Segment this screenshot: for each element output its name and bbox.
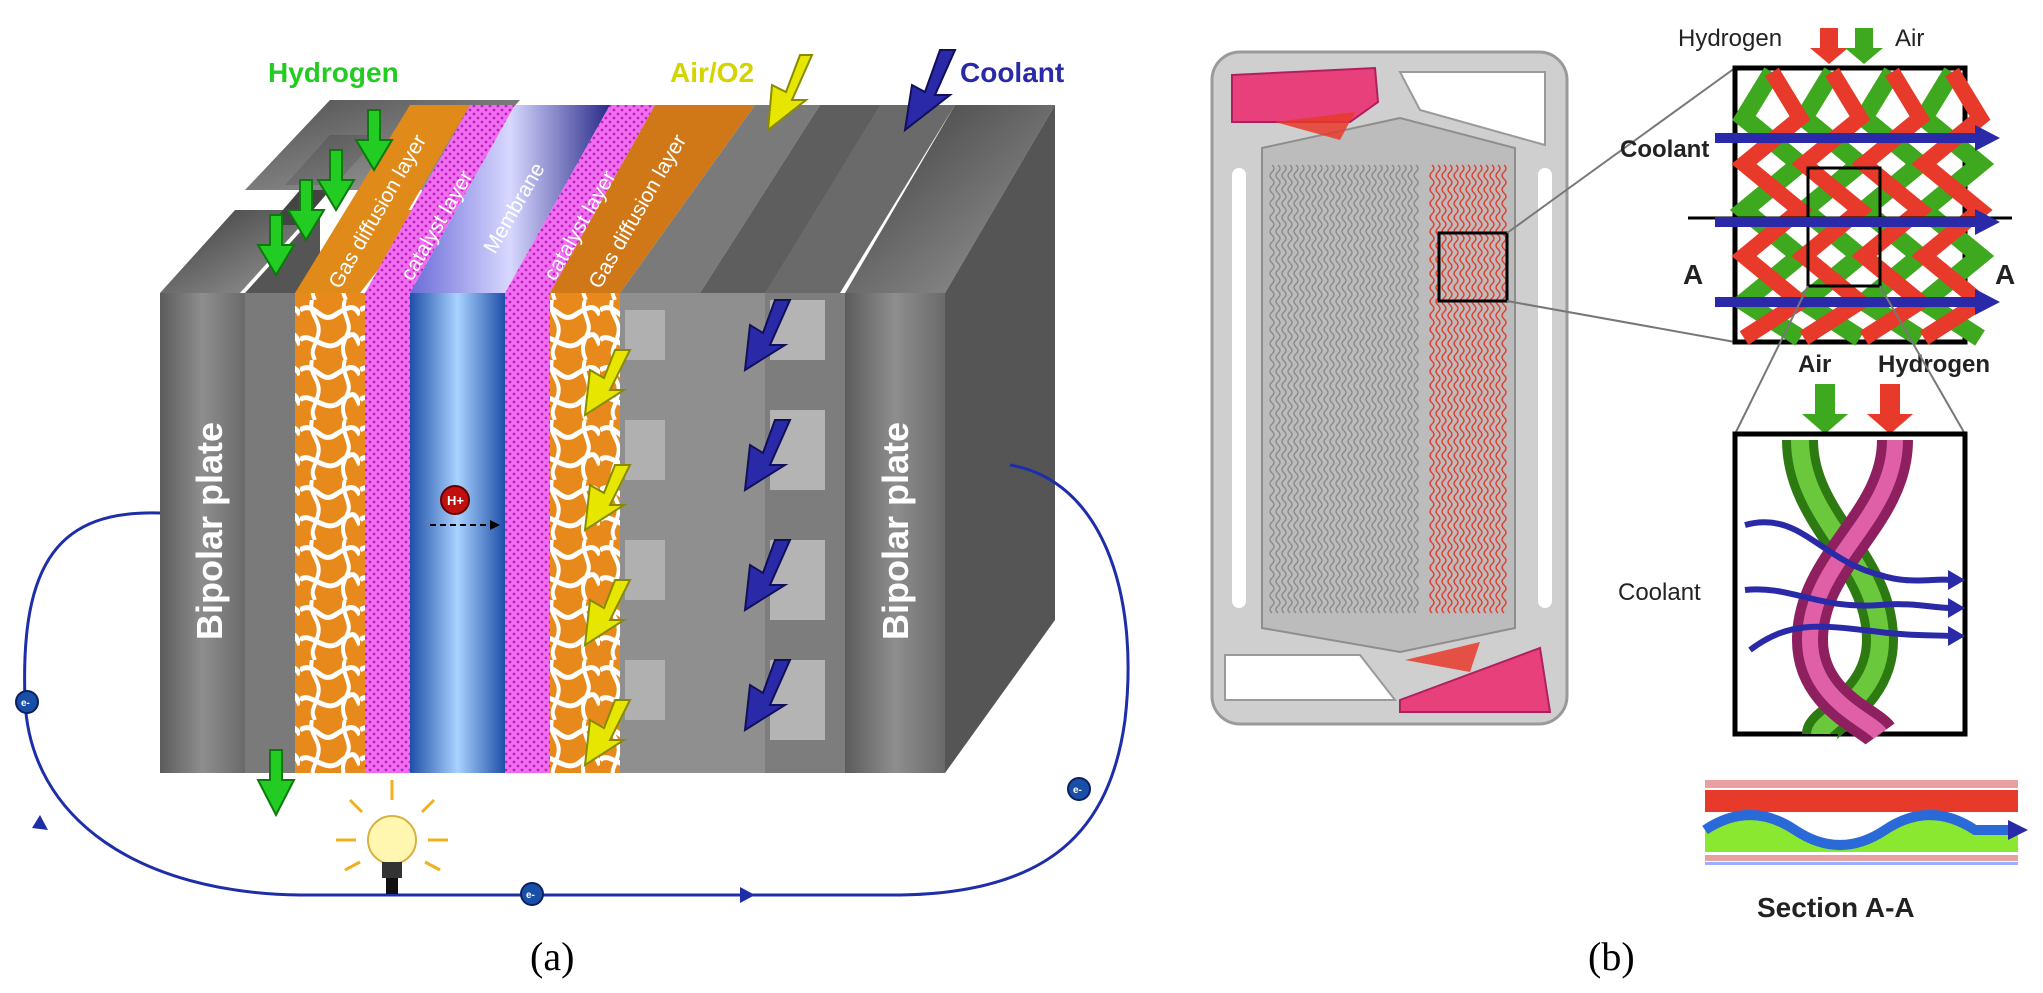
electron-1: e-	[15, 690, 39, 714]
svg-text:e-: e-	[21, 698, 30, 709]
hydrogen-arrows	[256, 109, 394, 818]
outlet-flow-arrow	[1405, 642, 1480, 672]
svg-text:e-: e-	[1073, 785, 1082, 796]
plate-top-view	[1210, 50, 1736, 726]
svg-text:H+: H+	[447, 493, 464, 508]
zoomed-channel-view	[1688, 28, 2012, 346]
bipolar-plate-left-label: Bipolar plate	[189, 422, 230, 640]
gas-diffusion-layer-left	[295, 105, 470, 773]
air-arrows	[583, 54, 814, 767]
section-a-a-diagram	[1702, 780, 2028, 865]
section-mark-right: A	[1995, 259, 2015, 290]
inlet-flow-arrow	[1275, 112, 1355, 140]
section-title: Section A-A	[1757, 892, 1915, 923]
catalyst-layer-left	[365, 105, 515, 773]
coolant-arrows	[743, 49, 957, 732]
coolant-bottom-label: Coolant	[1618, 579, 1701, 606]
hydrogen-top-label: Hydrogen	[1678, 25, 1782, 52]
panel-b: Hydrogen Air Coolant A A Air Hydrogen	[1210, 25, 2028, 979]
air-mid-label: Air	[1798, 351, 1831, 378]
air-inlet-header	[1398, 71, 1546, 147]
panel-a: Hydrogen Air/O2 Coolant Bipolar plate Bi…	[15, 49, 1130, 979]
hydrogen-mid-label: Hydrogen	[1878, 351, 1990, 378]
air-o2-label: Air/O2	[670, 57, 754, 88]
detailed-crossing-view	[1732, 285, 1968, 747]
external-circuit	[23, 463, 1130, 903]
bipolar-plate-right-label: Bipolar plate	[875, 422, 916, 640]
bipolar-plate-right	[845, 105, 1055, 773]
coolant-top-label: Coolant	[1620, 136, 1709, 163]
electron-markers: e- e- e-	[15, 690, 1091, 906]
svg-text:e-: e-	[526, 890, 535, 901]
air-mid-arrow	[1802, 384, 1848, 434]
catalyst-layer-right	[505, 105, 655, 773]
hydrogen-inlet-header	[1231, 66, 1380, 123]
top-inlet-arrows	[1810, 28, 1883, 64]
proton-marker: H+	[430, 485, 500, 530]
lightbulb-icon	[336, 780, 448, 894]
hydrogen-label: Hydrogen	[268, 57, 399, 88]
electron-3: e-	[1067, 777, 1091, 801]
air-outlet-header	[1224, 654, 1398, 701]
coolant-port-left	[1232, 168, 1246, 608]
section-mark-left: A	[1683, 259, 1703, 290]
air-top-label: Air	[1895, 25, 1924, 52]
zoom-box	[1437, 231, 1509, 303]
cathode-flow-plate	[620, 105, 900, 773]
electron-2: e-	[520, 882, 544, 906]
coolant-port-right	[1538, 168, 1552, 608]
gray-channels	[1269, 164, 1419, 614]
membrane	[410, 105, 610, 773]
hydrogen-mid-arrow	[1867, 384, 1913, 434]
caption-a: (a)	[530, 934, 574, 979]
coolant-label: Coolant	[960, 57, 1064, 88]
hydrogen-outlet-header	[1399, 646, 1552, 713]
caption-b: (b)	[1588, 934, 1635, 979]
coolant-plate	[765, 105, 955, 773]
